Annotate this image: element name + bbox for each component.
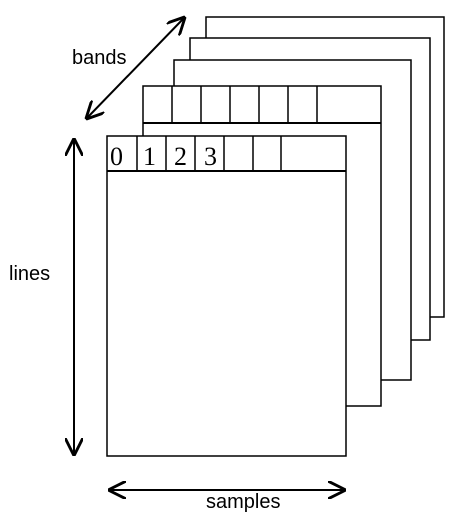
sample-index-2: 2	[174, 142, 187, 171]
bands-label: bands	[72, 47, 127, 69]
band-layer-front: 0 1 2 3	[106, 135, 347, 457]
bands-arrow	[87, 18, 184, 118]
sample-index-3: 3	[204, 142, 217, 171]
lines-label: lines	[9, 263, 50, 285]
sample-index-0: 0	[110, 142, 123, 171]
samples-label: samples	[206, 491, 280, 513]
sample-index-1: 1	[143, 142, 156, 171]
